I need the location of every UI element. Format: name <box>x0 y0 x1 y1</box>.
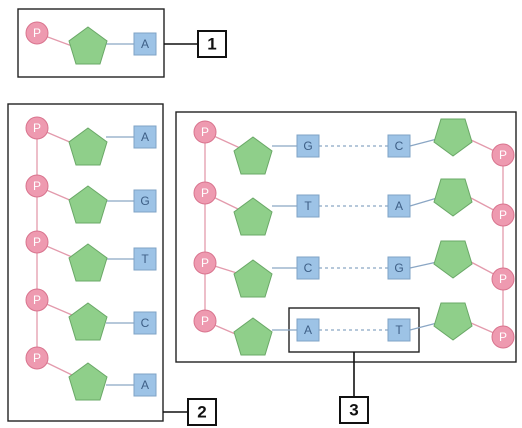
phosphate-label: P <box>499 148 507 162</box>
sugar-pentagon <box>68 302 108 341</box>
callout-1-number: 1 <box>207 35 216 54</box>
phosphate-label: P <box>499 330 507 344</box>
base-label: G <box>394 261 403 275</box>
phosphate-circle <box>25 116 49 140</box>
base-box <box>296 134 320 158</box>
sugar-pentagon <box>233 197 273 236</box>
sugar-pentagon <box>68 243 108 282</box>
phosphate-circle <box>25 21 49 45</box>
base-box <box>296 256 320 280</box>
base-box <box>296 318 320 342</box>
sugar-pentagon <box>233 317 273 356</box>
double-strand: P G C P P T A P P C G <box>193 118 515 356</box>
nucleotide-1: P A <box>25 21 157 65</box>
phosphate-label: P <box>201 186 209 200</box>
base-label: C <box>304 261 313 275</box>
phosphate-circle <box>491 267 515 291</box>
sugar-pentagon <box>68 26 108 65</box>
single-strand: P A P G P T P C P A <box>25 116 157 401</box>
base-label: C <box>395 139 404 153</box>
base-box <box>133 311 157 335</box>
phosphate-label: P <box>499 208 507 222</box>
phosphate-label: P <box>33 121 41 135</box>
phosphate-label: P <box>33 293 41 307</box>
base-label: T <box>304 199 312 213</box>
base-box <box>387 318 411 342</box>
base-label: A <box>141 378 149 392</box>
phosphate-circle <box>25 288 49 312</box>
phosphate-circle <box>193 309 217 333</box>
phosphate-label: P <box>201 256 209 270</box>
base-box <box>133 373 157 397</box>
base-box <box>387 256 411 280</box>
phosphate-circle <box>193 251 217 275</box>
base-label: T <box>141 252 149 266</box>
callout-1-box <box>197 30 227 58</box>
sugar-pentagon <box>233 136 273 175</box>
base-label: A <box>304 323 312 337</box>
sugar-pentagon <box>68 362 108 401</box>
base-box <box>133 189 157 213</box>
phosphate-label: P <box>33 179 41 193</box>
sugar-pentagon <box>233 259 273 298</box>
sugar-base-link <box>409 322 438 331</box>
sugar-pentagon <box>433 302 473 341</box>
phosphate-label: P <box>33 351 41 365</box>
base-label: A <box>395 199 403 213</box>
phosphate-circle <box>25 346 49 370</box>
base-label: G <box>303 139 312 153</box>
double-strand-frame <box>175 111 517 363</box>
base-label: A <box>141 37 149 51</box>
sugar-base-link <box>409 197 438 207</box>
phosphate-circle <box>193 120 217 144</box>
phosphate-circle <box>25 230 49 254</box>
base-label: C <box>141 316 150 330</box>
base-box <box>387 194 411 218</box>
phosphate-label: P <box>499 272 507 286</box>
sugar-base-link <box>409 138 438 147</box>
callout-2-number: 2 <box>197 403 206 422</box>
callout-3-number: 3 <box>349 401 358 420</box>
base-box <box>133 247 157 271</box>
callout-2-box <box>187 398 217 426</box>
phosphate-circle <box>193 181 217 205</box>
phosphate-circle <box>491 143 515 167</box>
base-label: T <box>395 323 403 337</box>
base-label: G <box>140 194 149 208</box>
phosphate-label: P <box>33 235 41 249</box>
base-box <box>387 134 411 158</box>
base-label: A <box>141 130 149 144</box>
phosphate-label: P <box>201 125 209 139</box>
sugar-pentagon <box>68 127 108 166</box>
base-box <box>133 125 157 149</box>
phosphate-label: P <box>33 26 41 40</box>
sugar-pentagon <box>433 240 473 279</box>
phosphate-circle <box>491 325 515 349</box>
base-box <box>296 194 320 218</box>
callout-3-box <box>339 396 369 424</box>
sugar-pentagon <box>68 185 108 224</box>
phosphate-circle <box>25 174 49 198</box>
sugar-pentagon <box>433 178 473 217</box>
phosphate-label: P <box>201 314 209 328</box>
single-strand-frame <box>7 103 164 422</box>
sugar-base-link <box>409 261 438 269</box>
phosphate-circle <box>491 203 515 227</box>
nucleotide-frame <box>17 8 165 78</box>
sugar-pentagon <box>433 118 473 157</box>
base-box <box>133 32 157 56</box>
